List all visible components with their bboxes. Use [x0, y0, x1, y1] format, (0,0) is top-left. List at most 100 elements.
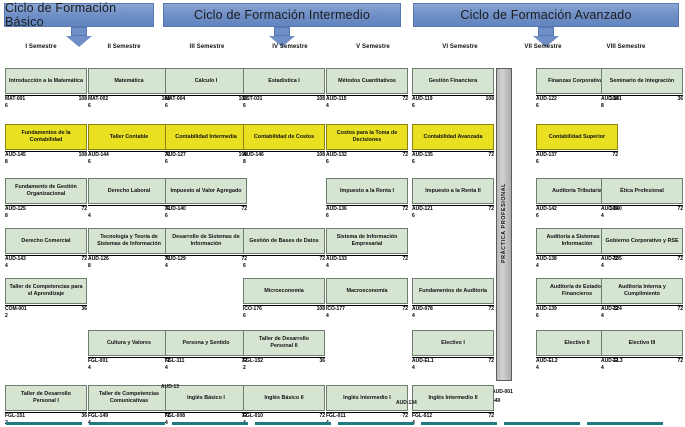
course-code: AUD-146	[243, 152, 264, 158]
course-hours: 72	[319, 256, 325, 262]
course-card[interactable]: Taller de Competencias para el Aprendiza…	[5, 278, 87, 320]
course-card[interactable]: Tecnología y Teoría de Sistemas de Infor…	[88, 228, 170, 270]
course-divider	[326, 151, 408, 152]
course-code: AUD-139	[536, 306, 557, 312]
course-hours: 72	[402, 206, 408, 212]
course-credits: 4	[165, 263, 168, 269]
course-hours: 72	[241, 413, 247, 419]
course-name: Cálculo I	[165, 68, 247, 94]
cycle-banner-label: Ciclo de Formación Intermedio	[193, 8, 370, 22]
course-code: FGL-149	[88, 413, 109, 419]
course-divider	[88, 357, 170, 358]
course-name: Impuesto al Valor Agregado	[165, 178, 247, 204]
course-divider	[536, 151, 618, 152]
course-credits: 4	[88, 213, 91, 219]
course-hours: 108	[78, 96, 87, 102]
course-code: AUD-EL2	[536, 358, 558, 364]
course-credits: 4	[412, 313, 415, 319]
footer-bar	[504, 422, 580, 425]
course-hours: 108	[238, 96, 247, 102]
course-credits: 6	[165, 103, 168, 109]
course-hours: 72	[241, 206, 247, 212]
course-credits: 6	[243, 313, 246, 319]
course-divider	[243, 412, 325, 413]
course-code: FGL-008	[165, 413, 186, 419]
course-credits: 6	[536, 313, 539, 319]
course-hours: 108	[485, 96, 494, 102]
course-name: Gestión de Bases de Datos	[243, 228, 325, 254]
cycle-banner-basico: Ciclo de Formación Básico	[4, 1, 154, 29]
course-code: AUD-144	[88, 152, 109, 158]
course-name: Introducción a la Matemática	[5, 68, 87, 94]
course-hours: 72	[402, 152, 408, 158]
practica-profesional-column	[496, 68, 512, 381]
course-name: Electivo III	[601, 330, 683, 356]
course-divider	[536, 305, 618, 306]
course-hours: 72	[677, 306, 683, 312]
course-hours: 72	[241, 256, 247, 262]
course-divider	[412, 205, 494, 206]
cycle-banner-label: Ciclo de Formación Básico	[5, 1, 117, 29]
semester-label-4: IV Semestre	[242, 44, 338, 50]
course-credits: 4	[5, 263, 8, 269]
course-credits: 6	[88, 103, 91, 109]
course-code: AUD-137	[536, 152, 557, 158]
course-divider	[243, 255, 325, 256]
course-hours: 36	[677, 96, 683, 102]
course-divider	[601, 205, 683, 206]
semester-label-text: III Semestre	[189, 44, 225, 50]
course-divider	[536, 205, 618, 206]
course-name: Derecho Comercial	[5, 228, 87, 254]
